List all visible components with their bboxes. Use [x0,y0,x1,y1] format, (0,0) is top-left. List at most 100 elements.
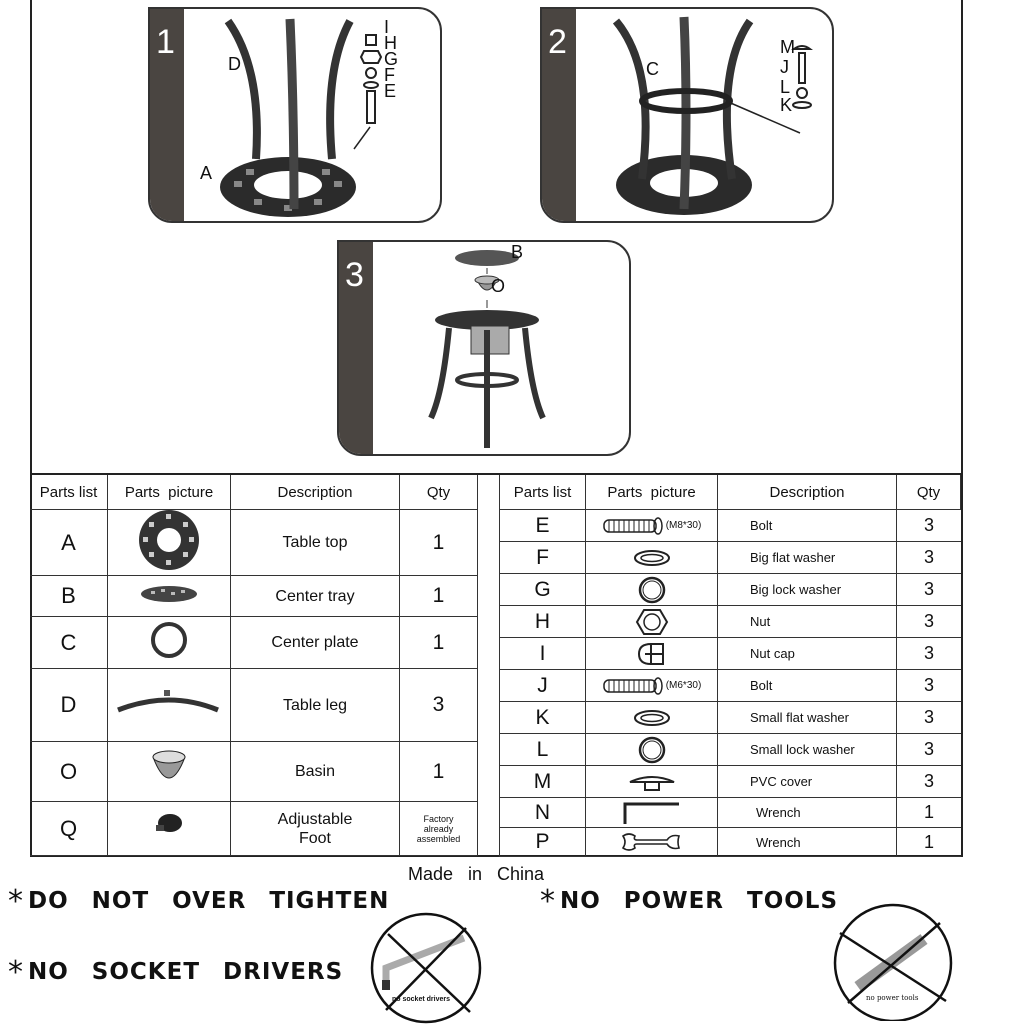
finished-table-illustration [428,250,546,448]
part-qty: Factory already assembled [400,802,478,856]
table-base-assembly-illustration [220,18,383,217]
part-qty: 3 [897,766,961,798]
lock-washer-icon [636,735,668,765]
part-description: Bolt [718,670,897,702]
asterisk-icon: * [8,955,24,990]
part-id: C [30,617,108,669]
step-2-panel: 2 C M J L K [540,7,834,223]
part-id: N [500,798,586,828]
part-id: G [500,574,586,606]
part-id: F [500,542,586,574]
sign-caption: no socket drivers [392,996,450,1003]
part-id: O [30,742,108,802]
part-qty: 1 [897,828,961,857]
header-description: Description [231,475,400,510]
part-qty: 3 [400,669,478,742]
part-label: G [384,49,399,69]
part-description: Basin [231,742,400,802]
table-leg-icon [114,688,224,723]
part-id: P [500,828,586,857]
part-id: B [30,576,108,617]
part-label: A [200,163,213,183]
part-id: E [500,510,586,542]
part-picture [108,576,231,617]
instruction-frame [30,0,963,857]
part-id: D [30,669,108,742]
header-parts-picture: Parts picture [586,475,718,510]
warning-text: NO SOCKET DRIVERS [28,959,344,985]
step-strip [542,9,576,221]
part-picture [586,734,718,766]
part-qty: 3 [897,606,961,638]
part-description: Small flat washer [718,702,897,734]
header-parts-list: Parts list [30,475,108,510]
warning-text: NO POWER TOOLS [560,888,839,914]
no-socket-drivers-sign-icon [370,912,482,1024]
part-qty: 1 [400,742,478,802]
part-qty: 1 [897,798,961,828]
part-picture: (M8*30) [586,510,718,542]
part-picture [108,669,231,742]
table-spacer-column [478,475,500,857]
part-id: J [500,670,586,702]
part-description: Table leg [231,669,400,742]
part-qty: 3 [897,574,961,606]
header-qty: Qty [897,475,961,510]
step-strip [150,9,184,221]
part-picture [586,574,718,606]
part-description: Nut [718,606,897,638]
part-description: Wrench [718,828,897,857]
part-qty: 3 [897,734,961,766]
warning-power-tools: *NO POWER TOOLS [540,884,838,919]
bolt-icon [602,516,664,536]
part-id: I [500,638,586,670]
allen-wrench-icon [621,800,683,826]
center-tray-icon [139,583,199,610]
part-description: Small lock washer [718,734,897,766]
part-picture [586,766,718,798]
part-label: O [491,276,506,296]
part-label: H [384,33,397,53]
step-number: 1 [156,23,175,61]
warning-over-tighten: *DO NOT OVER TIGHTEN [8,884,389,919]
part-qty: 1 [400,576,478,617]
lock-washer-icon [636,575,668,605]
header-parts-list: Parts list [500,475,586,510]
part-id: K [500,702,586,734]
part-picture [108,510,231,576]
part-picture [586,606,718,638]
step-number: 2 [548,23,567,61]
part-id: H [500,606,586,638]
bolt-size-spec: (M6*30) [665,680,702,691]
step-strip [339,242,373,454]
part-label: I [384,17,390,37]
adjustable-foot-icon [152,811,186,846]
part-qty: 3 [897,510,961,542]
part-description: Wrench [718,798,897,828]
center-plate-icon [149,620,189,665]
part-description: Adjustable Foot [231,802,400,856]
part-description: Table top [231,510,400,576]
part-picture [586,798,718,828]
no-power-tools-sign-icon [833,903,953,1021]
part-description: Big flat washer [718,542,897,574]
pvc-cover-icon [627,770,677,794]
header-description: Description [718,475,897,510]
open-wrench-icon [619,830,685,854]
part-label: L [780,77,791,97]
header-qty: Qty [400,475,478,510]
part-picture: (M6*30) [586,670,718,702]
nut-cap-icon [637,641,667,667]
part-label: C [646,59,659,79]
part-id: M [500,766,586,798]
part-label: J [780,57,789,77]
header-parts-picture: Parts picture [108,475,231,510]
step-number: 3 [345,256,364,294]
part-qty: 1 [400,617,478,669]
flat-washer-icon [632,548,672,568]
part-picture [586,638,718,670]
part-label: F [384,65,395,85]
part-id: L [500,734,586,766]
part-picture [108,742,231,802]
